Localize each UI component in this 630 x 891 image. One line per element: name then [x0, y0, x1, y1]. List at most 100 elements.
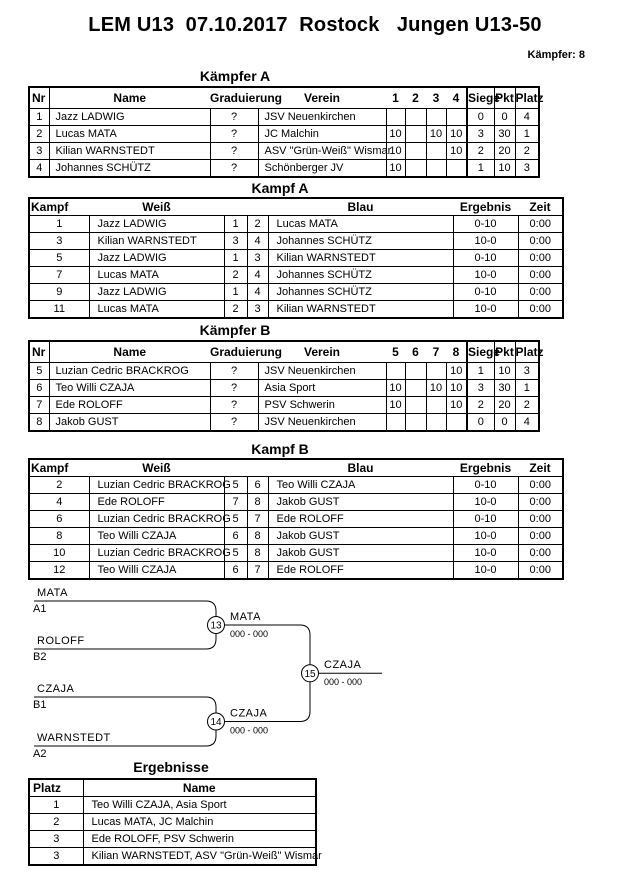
table-cell: Ede ROLOFF — [267, 510, 454, 528]
seed-code: A2 — [33, 748, 46, 760]
table-cell: 4 — [246, 266, 269, 284]
table-cell: Jakob GUST — [267, 544, 454, 562]
table-cell — [425, 362, 447, 380]
table-cell: 3 — [466, 125, 495, 143]
seed-code: B1 — [33, 699, 46, 711]
table-cell: Teo Willi CZAJA — [267, 476, 454, 494]
table-cell: ? — [209, 379, 259, 397]
table-cell: 10 — [385, 125, 406, 143]
table-cell: 0:00 — [517, 476, 564, 494]
match-13-score: 000 - 000 — [230, 629, 268, 639]
column-header: 8 — [446, 341, 467, 363]
table-cell: 5 — [28, 362, 50, 380]
table-cell: Lucas MATA — [48, 125, 211, 143]
table-cell: 2 — [223, 300, 248, 319]
table-cell: Luzian Cedric BRACKROG — [88, 544, 231, 562]
section-title-ergebnisse: Ergebnisse — [133, 759, 209, 775]
table-cell: 6 — [28, 510, 90, 528]
section-title-kampf-b: Kampf B — [251, 441, 309, 457]
table-cell: 0 — [466, 413, 495, 432]
table-cell: 4 — [28, 493, 90, 511]
seed-name: MATA — [37, 587, 68, 599]
column-header: Siege — [466, 87, 500, 109]
table-cell: 10 — [425, 125, 447, 143]
table-cell: Teo Willi CZAJA — [48, 379, 211, 397]
table-cell — [445, 413, 468, 432]
table-cell: 2 — [514, 396, 540, 414]
table-cell: 0:00 — [517, 510, 564, 528]
table-cell: Schönberger JV — [257, 159, 387, 178]
table-cell: 6 — [223, 561, 248, 580]
table-cell: Jakob GUST — [48, 413, 211, 432]
table-cell — [425, 159, 447, 178]
table-cell: Johannes SCHÜTZ — [267, 283, 454, 301]
table-cell: 3 — [246, 249, 269, 267]
table-cell: ? — [209, 125, 259, 143]
table-cell: 0:00 — [517, 266, 564, 284]
table-cell: Teo Willi CZAJA — [88, 561, 225, 580]
section-title-kampf-a: Kampf A — [251, 180, 309, 196]
table-cell: 1 — [28, 108, 50, 126]
table-cell: 10 — [445, 142, 468, 160]
table-cell: 4 — [246, 232, 269, 250]
match-13-number: 13 — [210, 621, 222, 632]
column-header: Kampf — [29, 198, 89, 216]
table-cell: Luzian Cedric BRACKROG — [48, 362, 211, 380]
table-cell: 0 — [466, 108, 495, 126]
table-cell — [385, 413, 406, 432]
table-cell: Kilian WARNSTEDT — [48, 142, 211, 160]
table-cell: 4 — [246, 283, 269, 301]
table-cell: 2 — [28, 476, 90, 494]
table-cell: Kilian WARNSTEDT, ASV "Grün-Weiß" Wismar — [82, 847, 322, 866]
table-cell: Jazz LADWIG — [88, 283, 225, 301]
table-cell: Luzian Cedric BRACKROG — [88, 510, 231, 528]
table-cell — [404, 396, 427, 414]
table-cell: 10 — [385, 396, 406, 414]
table-cell — [425, 108, 447, 126]
fighter-count-label: Kämpfer: 8 — [527, 49, 585, 61]
table-cell: Lucas MATA — [88, 300, 225, 319]
match-15-winner: CZAJA — [324, 659, 362, 671]
table-cell: 1 — [466, 362, 495, 380]
table-cell — [404, 108, 427, 126]
finals-bracket: 13 14 15 MATA A1 ROLOFF B2 CZAJA B1 WARN… — [33, 587, 382, 760]
table-cell: 0-10 — [452, 283, 519, 301]
table-cell: Ede ROLOFF, PSV Schwerin — [82, 830, 317, 848]
column-header: Platz — [29, 779, 84, 797]
table-cell: Kilian WARNSTEDT — [267, 249, 454, 267]
table-cell: 2 — [223, 266, 248, 284]
table-cell: 6 — [223, 527, 248, 545]
table-cell: JSV Neuenkirchen — [257, 362, 387, 380]
column-header: Platz — [514, 87, 544, 109]
column-header: Name — [49, 341, 210, 363]
table-cell: 10-0 — [452, 493, 519, 511]
table-cell: JSV Neuenkirchen — [257, 108, 387, 126]
table-cell: Kilian WARNSTEDT — [267, 300, 454, 319]
column-header: 1 — [386, 87, 405, 109]
table-cell: 3 — [28, 142, 50, 160]
table-cell: 4 — [514, 108, 540, 126]
column-header: 5 — [386, 341, 405, 363]
match-14-circle — [207, 712, 225, 731]
table-cell: 7 — [246, 510, 269, 528]
table-cell: 10 — [28, 544, 90, 562]
table-cell: Asia Sport — [257, 379, 387, 397]
column-header: Blau — [268, 198, 453, 216]
column-header: Name — [83, 779, 316, 797]
seed-code: B2 — [33, 651, 46, 663]
table-cell: 10-0 — [452, 232, 519, 250]
